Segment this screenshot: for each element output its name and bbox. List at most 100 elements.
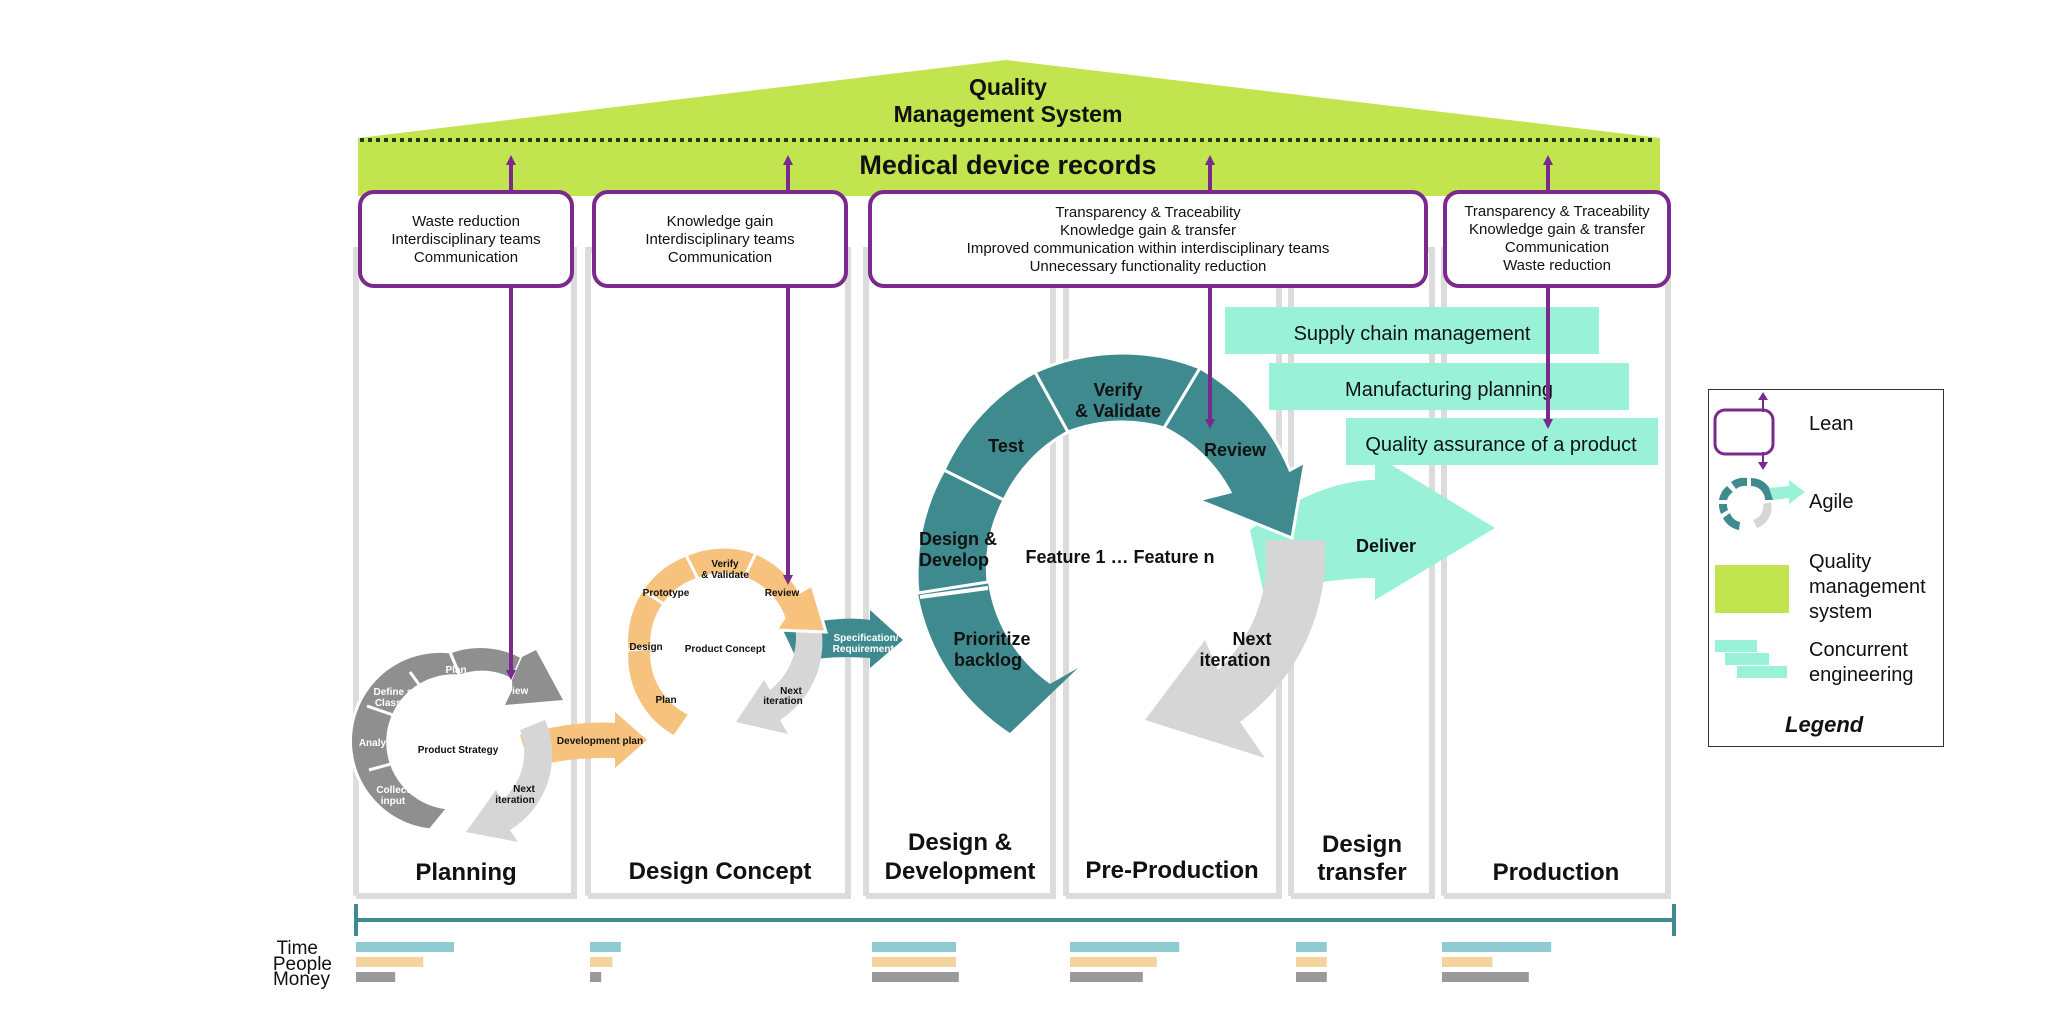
lean-box-dev-preprod bbox=[868, 190, 1428, 288]
medium-next-iteration-2: iteration bbox=[763, 696, 802, 707]
large-next-iteration-arrow bbox=[1145, 540, 1326, 758]
agile-cycle-design-concept: Product Concept Plan Design Prototype Ve… bbox=[625, 545, 903, 739]
medium-seg-prototype: Prototype bbox=[643, 588, 690, 599]
small-next-iteration-2: iteration bbox=[495, 795, 534, 806]
ce-supply-chain-label: Supply chain management bbox=[1294, 323, 1531, 345]
ce-bar-quality-assurance bbox=[1346, 418, 1658, 465]
resource-bar-phase1-time bbox=[356, 942, 454, 952]
resource-bar-phase2-people bbox=[590, 957, 613, 967]
ce-manufacturing-label: Manufacturing planning bbox=[1345, 379, 1553, 401]
medium-center-label: Product Concept bbox=[685, 644, 766, 655]
large-seg-verify: Verify bbox=[1093, 380, 1142, 400]
large-seg-design: Design & bbox=[919, 529, 997, 549]
small-seg-collect-input: Collect bbox=[376, 785, 410, 796]
resource-bar-phase4-money bbox=[1070, 972, 1143, 982]
phase-pre-production-label: Pre-Production bbox=[1085, 857, 1258, 884]
resource-bars bbox=[356, 942, 1552, 982]
medium-seg-verify: Verify bbox=[711, 559, 739, 570]
legend-icons bbox=[1713, 392, 1805, 678]
resource-bar-phase3-people bbox=[872, 957, 956, 967]
phase-design-development-line2: Development bbox=[885, 858, 1036, 885]
qms-title-line1: Quality bbox=[969, 74, 1047, 100]
lean-arrows bbox=[506, 155, 1553, 680]
resource-bar-phase3-money bbox=[872, 972, 959, 982]
requirements-label: Requirements bbox=[833, 644, 900, 655]
deliver-label: Deliver bbox=[1356, 536, 1416, 556]
large-seg-validate: & Validate bbox=[1075, 401, 1161, 421]
resource-bar-phase3-time bbox=[872, 942, 956, 952]
legend-ce-line2: engineering bbox=[1809, 664, 1914, 686]
legend-concurrent-icon bbox=[1715, 640, 1787, 678]
small-seg-define-scope-2: Classify bbox=[375, 698, 414, 709]
phase-labels: Planning Design Concept Design & Develop… bbox=[415, 829, 1619, 886]
large-seg-test: Test bbox=[988, 436, 1024, 456]
legend-lean-icon bbox=[1713, 408, 1775, 456]
ce-bar-manufacturing bbox=[1269, 363, 1629, 410]
lean-box-production bbox=[1443, 190, 1671, 288]
lean-box-planning bbox=[358, 190, 574, 288]
phase-planning-label: Planning bbox=[415, 859, 516, 886]
phase-design-transfer-line2: transfer bbox=[1317, 859, 1406, 886]
qms-roof: Quality Management System Medical device… bbox=[358, 60, 1660, 196]
lean-boxes: Waste reduction Interdisciplinary teams … bbox=[358, 190, 1671, 288]
small-center-label: Product Strategy bbox=[418, 745, 499, 756]
resource-bar-phase2-money bbox=[590, 972, 602, 982]
development-plan-label: Development plan bbox=[557, 736, 643, 747]
large-center-label: Feature 1 … Feature n bbox=[1025, 547, 1214, 567]
concurrent-engineering: Supply chain management Manufacturing pl… bbox=[1225, 307, 1658, 465]
legend-agile-label: Agile bbox=[1809, 491, 1854, 513]
small-seg-define-scope: Define scope/ bbox=[373, 687, 438, 698]
medium-next-iteration: Next bbox=[780, 686, 802, 697]
resource-bar-phase1-money bbox=[356, 972, 396, 982]
qms-title-line2: Management System bbox=[894, 101, 1123, 127]
legend-ce-line1: Concurrent bbox=[1809, 639, 1908, 661]
legend-lean-label: Lean bbox=[1809, 413, 1854, 435]
lean-box-3-line-2: Knowledge gain & transfer bbox=[1060, 222, 1236, 239]
small-seg-collect-input-2: input bbox=[381, 796, 406, 807]
resource-bar-phase6-time bbox=[1442, 942, 1552, 952]
lean-box-4-line-4: Waste reduction bbox=[1503, 257, 1611, 274]
resource-bar-phase1-people bbox=[356, 957, 424, 967]
legend-qms-line1: Quality bbox=[1809, 551, 1872, 573]
lean-box-2-line-1: Knowledge gain bbox=[667, 213, 774, 230]
ce-quality-assurance-label: Quality assurance of a product bbox=[1365, 434, 1637, 456]
legend-qms-line3: system bbox=[1809, 601, 1873, 623]
large-seg-review: Review bbox=[1204, 440, 1267, 460]
phase-design-development-line1: Design & bbox=[908, 829, 1012, 856]
small-seg-plan: Plan bbox=[445, 665, 466, 676]
small-seg-review: Review bbox=[494, 686, 529, 697]
resource-label-money: Money bbox=[273, 969, 331, 990]
resource-label-people: People bbox=[273, 954, 332, 975]
lean-box-3-line-4: Unnecessary functionality reduction bbox=[1030, 258, 1267, 275]
lean-box-4-line-2: Knowledge gain & transfer bbox=[1469, 221, 1645, 238]
resource-bar-phase6-money bbox=[1442, 972, 1529, 982]
lean-box-1-line-2: Interdisciplinary teams bbox=[391, 231, 540, 248]
lean-box-4-line-1: Transparency & Traceability bbox=[1464, 203, 1650, 220]
medium-seg-plan: Plan bbox=[655, 695, 676, 706]
lean-box-2-line-2: Interdisciplinary teams bbox=[645, 231, 794, 248]
agile-cycle-development: Feature 1 … Feature n Prioritize backlog… bbox=[915, 351, 1495, 758]
medium-seg-validate: & Validate bbox=[701, 570, 749, 581]
lean-box-1-line-1: Waste reduction bbox=[412, 213, 520, 230]
resource-bar-phase5-time bbox=[1296, 942, 1327, 952]
small-next-iteration: Next bbox=[513, 784, 535, 795]
large-seg-develop: Develop bbox=[919, 550, 989, 570]
lean-box-4-line-3: Communication bbox=[1505, 239, 1609, 256]
resource-bar-phase5-money bbox=[1296, 972, 1327, 982]
legend-box: Lean Agile Quality management system Con… bbox=[1708, 389, 1944, 747]
large-seg-backlog: backlog bbox=[954, 650, 1022, 670]
large-seg-prioritize: Prioritize bbox=[953, 629, 1030, 649]
resource-bar-phase6-people bbox=[1442, 957, 1493, 967]
lean-box-design-concept bbox=[592, 190, 848, 288]
large-next-iteration: Next bbox=[1232, 629, 1271, 649]
small-seg-analyse: Analyse bbox=[359, 738, 398, 749]
lean-box-1-line-3: Communication bbox=[414, 249, 518, 266]
phase-production-label: Production bbox=[1493, 859, 1620, 886]
timeline bbox=[354, 904, 1676, 936]
lean-box-3-line-1: Transparency & Traceability bbox=[1055, 204, 1241, 221]
ce-bar-supply-chain bbox=[1225, 307, 1599, 354]
resource-bar-phase5-people bbox=[1296, 957, 1327, 967]
resource-bar-phase4-time bbox=[1070, 942, 1180, 952]
large-next-iteration-2: iteration bbox=[1199, 650, 1270, 670]
